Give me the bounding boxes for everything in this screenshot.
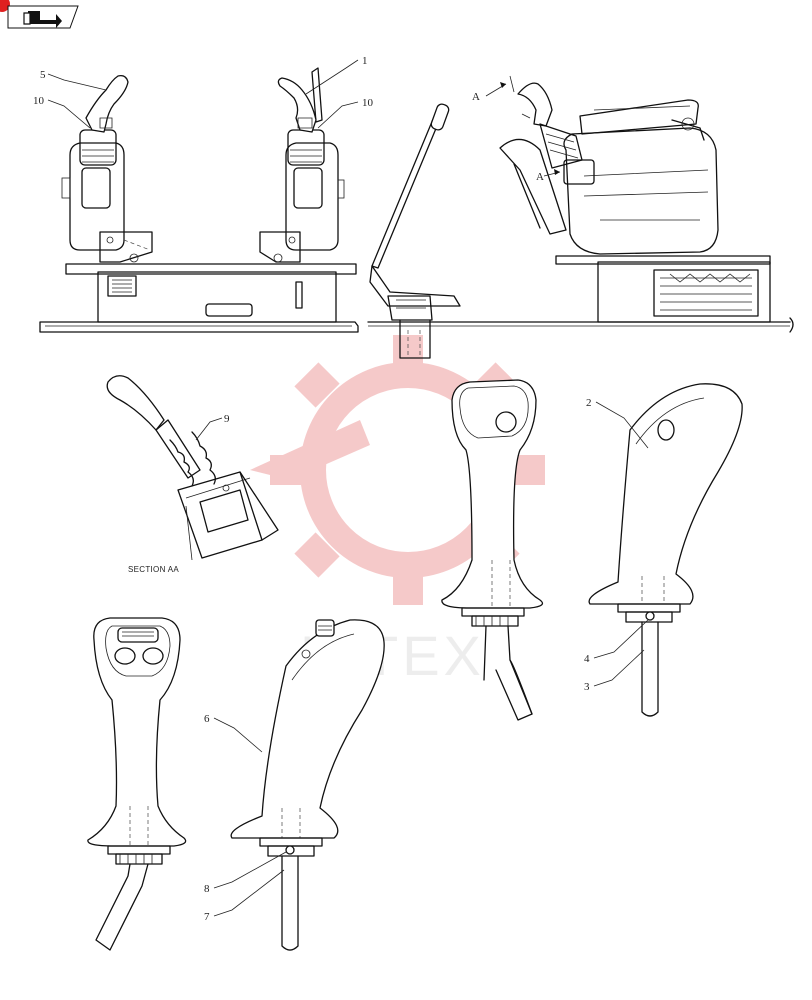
callout-10-right: 10 [317, 97, 374, 129]
svg-text:2: 2 [586, 397, 592, 409]
callout-8: 8 [204, 851, 287, 895]
callout-2: 2 [586, 397, 649, 449]
svg-text:10: 10 [33, 95, 45, 107]
red-dot-icon [0, 0, 10, 12]
svg-text:9: 9 [224, 413, 230, 425]
svg-text:10: 10 [362, 97, 374, 109]
svg-text:4: 4 [584, 653, 590, 665]
svg-text:5: 5 [40, 69, 46, 81]
callout-1: 1 [305, 55, 368, 95]
nav-badge-button[interactable] [0, 0, 79, 29]
section-label: SECTION AA [128, 565, 179, 574]
view-mark-a-bottom: A [536, 171, 544, 183]
section-aa-view [106, 375, 279, 561]
side-view-assembly: A A [367, 75, 794, 359]
callout-10-left: 10 [33, 95, 91, 129]
callout-3: 3 [584, 649, 645, 693]
callout-9: 9 [195, 413, 230, 441]
callout-7: 7 [204, 869, 285, 923]
handle-front-a [441, 379, 544, 721]
handle-front-c [87, 617, 187, 951]
svg-text:6: 6 [204, 713, 210, 725]
callout-4: 4 [584, 619, 649, 665]
book-arrow-icon [23, 11, 62, 28]
svg-text:1: 1 [362, 55, 368, 67]
front-view-assembly [39, 67, 359, 333]
handle-side-b [588, 383, 743, 717]
callout-5: 5 [40, 69, 107, 91]
view-mark-a-top: A [472, 91, 480, 103]
handle-side-d [230, 619, 385, 951]
svg-text:3: 3 [584, 681, 590, 693]
callout-6: 6 [204, 713, 263, 753]
svg-text:7: 7 [204, 911, 210, 923]
svg-text:8: 8 [204, 883, 210, 895]
